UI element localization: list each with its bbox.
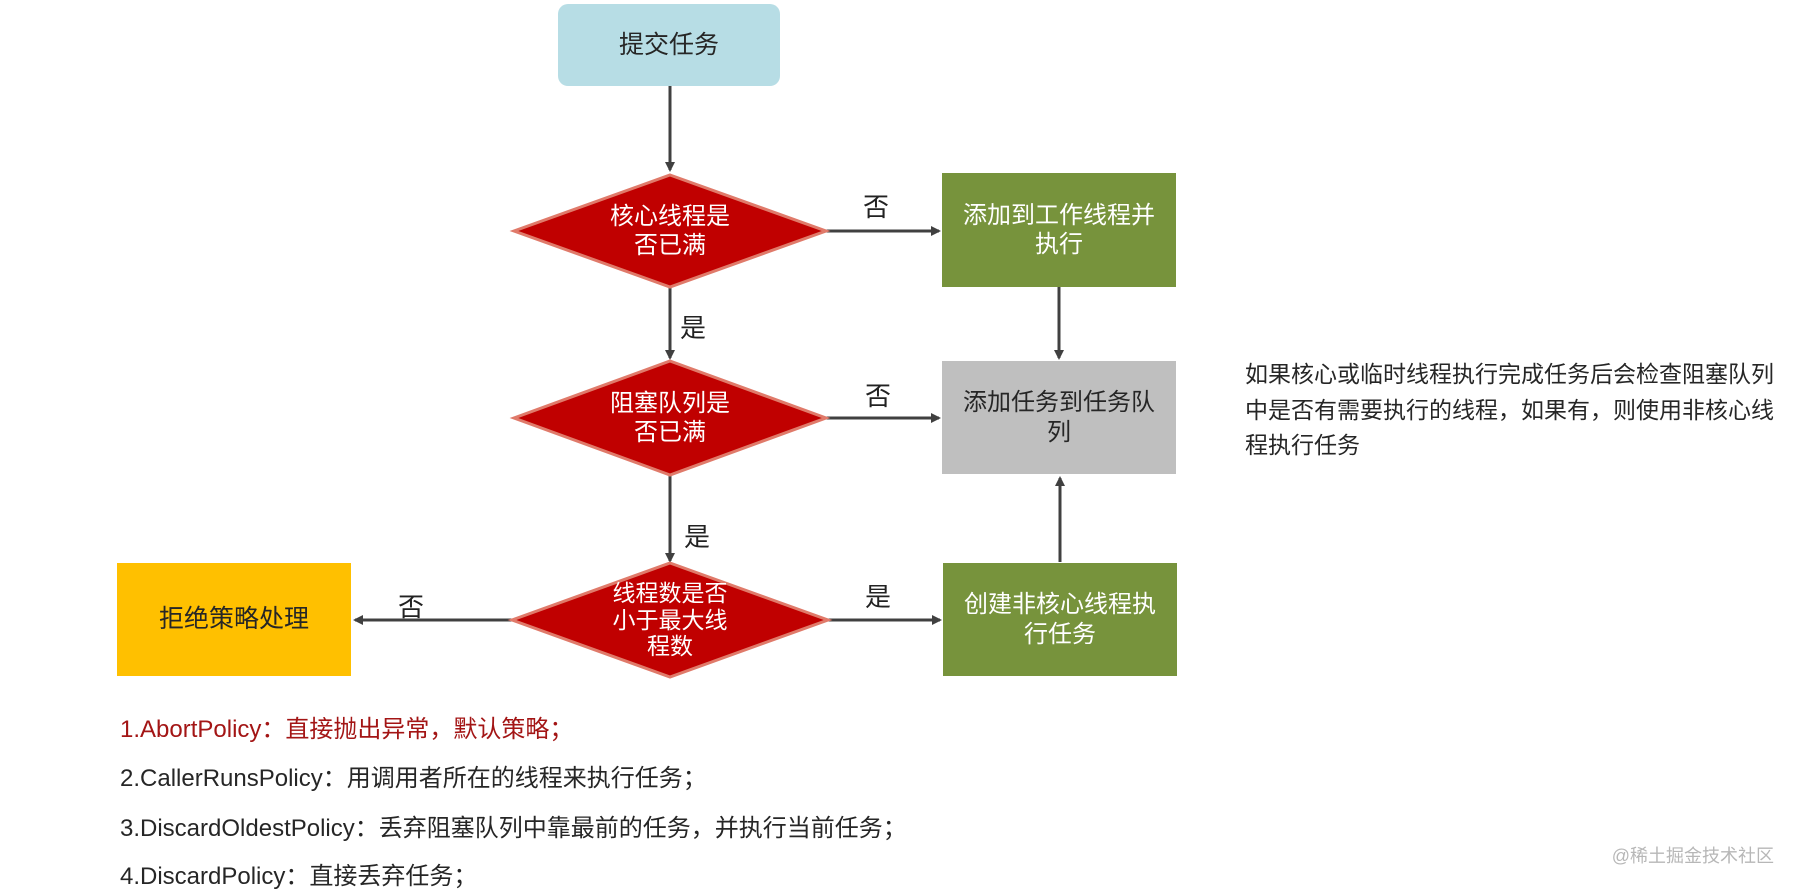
policy-discard: 4.DiscardPolicy：直接丢弃任务； <box>120 863 478 890</box>
submit-task-label: 提交任务 <box>618 30 719 59</box>
policy-abort: 1.AbortPolicy：直接抛出异常，默认策略； <box>120 716 574 743</box>
edge-label-core-no: 否 <box>863 192 890 222</box>
reject-node <box>117 563 351 676</box>
queue-full-label: 阻塞队列是 否已满 <box>610 389 730 446</box>
reject-label: 拒绝策略处理 <box>158 605 309 634</box>
add-worker-label: 添加到工作线程并 执行 <box>963 201 1155 258</box>
core-full-label: 核心线程是 否已满 <box>610 202 730 259</box>
add-queue-node <box>942 361 1176 474</box>
create-noncore-label: 创建非核心线程执 行任务 <box>964 591 1156 648</box>
side-note: 如果核心或临时线程执行完成任务后会检查阻塞队列中是否有需要执行的线程，如果有，则… <box>1245 361 1774 459</box>
add-worker-node <box>942 173 1176 287</box>
max-threads-decision <box>507 561 833 679</box>
core-full-decision <box>509 173 831 289</box>
edge-label-max-no: 否 <box>398 592 425 622</box>
edge-label-queue-no: 否 <box>865 381 892 411</box>
watermark: @稀土掘金技术社区 <box>1611 846 1774 866</box>
policy-discard-oldest: 3.DiscardOldestPolicy：丢弃阻塞队列中靠最前的任务，并执行当… <box>120 815 907 842</box>
edge-label-core-yes: 是 <box>680 313 707 343</box>
queue-full-decision <box>509 359 831 477</box>
policy-caller-runs: 2.CallerRunsPolicy：用调用者所在的线程来执行任务； <box>120 765 707 792</box>
max-threads-label: 线程数是否 小于最大线 程数 <box>612 580 728 660</box>
edge-label-max-yes: 是 <box>865 582 892 612</box>
add-queue-label: 添加任务到任务队 列 <box>963 389 1155 446</box>
create-noncore-node <box>943 563 1177 676</box>
edge-label-queue-yes: 是 <box>684 522 711 552</box>
submit-task-node <box>558 4 780 86</box>
